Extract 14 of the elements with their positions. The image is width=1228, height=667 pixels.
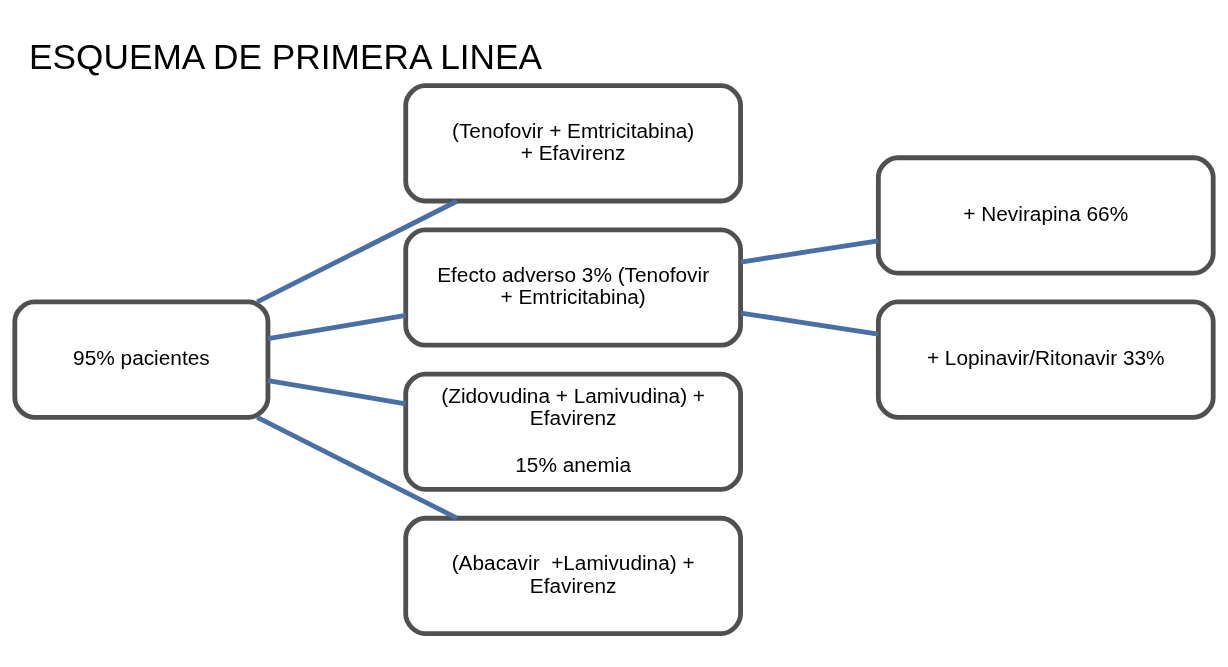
- node-box: (Tenofovir + Emtricitabina) + Efavirenz: [403, 82, 743, 203]
- diagram-title: ESQUEMA DE PRIMERA LINEA: [29, 36, 543, 76]
- connector: [740, 310, 879, 336]
- connector: [267, 377, 406, 406]
- node-box: (Abacavir +Lamivudina) + Efavirenz: [403, 515, 743, 636]
- connector: [256, 414, 458, 520]
- connector: [256, 198, 458, 304]
- node-box: + Lopinavir/Ritonavir 33%: [875, 299, 1216, 420]
- node-box: + Nevirapina 66%: [875, 154, 1216, 276]
- node-box: Efecto adverso 3% (Tenofovir + Emtricitabina): [403, 226, 743, 348]
- node-box: 95% pacientes: [12, 299, 271, 420]
- node-box: (Zidovudina + Lamivudina) + Efavirenz 15% anemia: [403, 371, 743, 492]
- connector: [740, 238, 879, 264]
- connector: [267, 312, 406, 341]
